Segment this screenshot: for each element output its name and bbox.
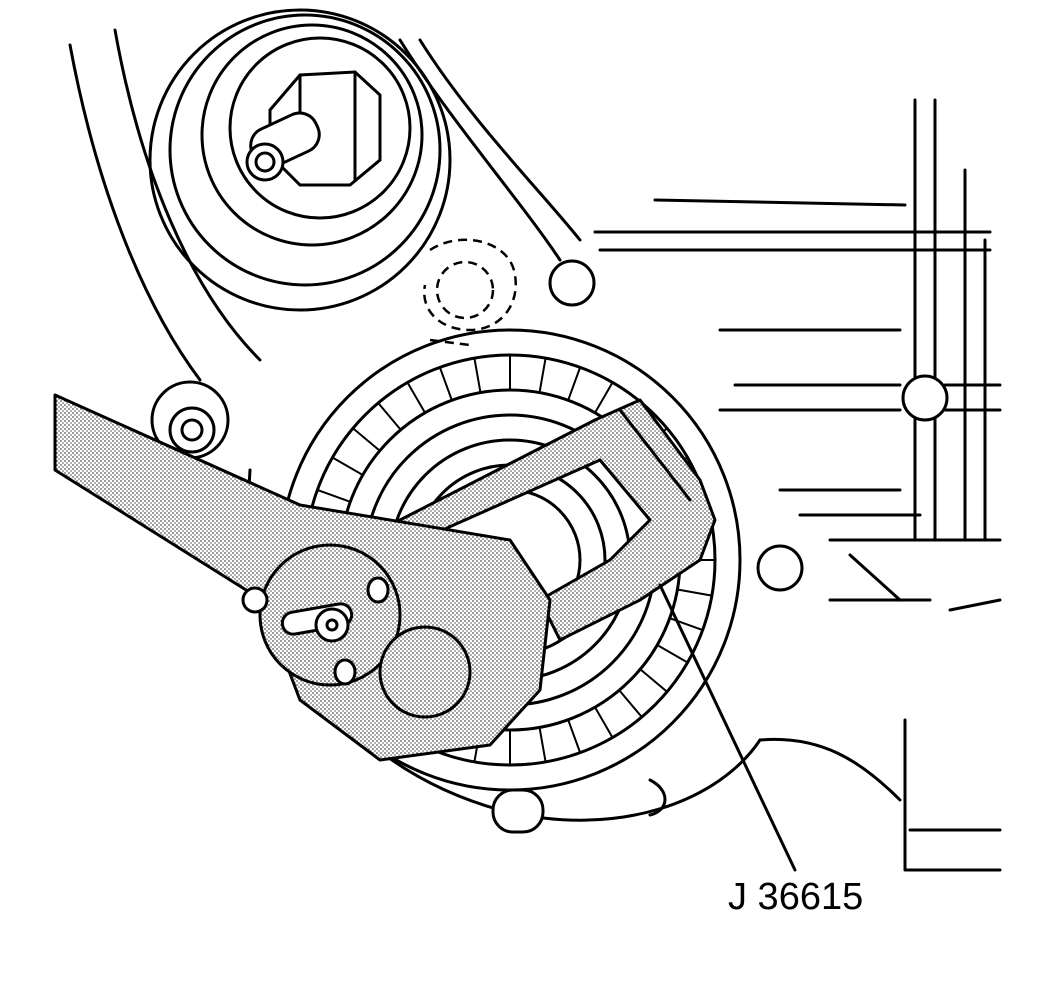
tool-callout-label: J 36615 (728, 876, 864, 918)
sprocket-tooth (639, 668, 669, 693)
sprocket-tooth (438, 366, 453, 402)
idler-pulley (148, 8, 452, 312)
sprocket-tooth (676, 588, 713, 597)
sprocket-tooth (316, 488, 352, 503)
callout-leader (658, 583, 797, 872)
sprocket-tooth (594, 706, 614, 739)
sprocket-tooth (473, 357, 482, 394)
sprocket-tooth (538, 357, 547, 394)
sprocket-tooth (668, 617, 704, 632)
sprocket-tooth (594, 381, 614, 414)
sprocket-tooth (567, 366, 582, 402)
holder-tool (398, 398, 717, 642)
sprocket-tooth (618, 689, 643, 719)
sprocket-tooth (331, 456, 364, 476)
sprocket-tooth (538, 726, 547, 763)
sprocket-tooth (567, 718, 582, 754)
sprocket-tooth (656, 644, 689, 664)
breaker-bar (53, 393, 552, 762)
engine-block (548, 98, 1002, 872)
lower-bolt (491, 778, 667, 834)
sprocket-tooth (377, 401, 402, 431)
sprocket-tooth (406, 381, 426, 414)
sprocket-tooth (351, 427, 381, 452)
